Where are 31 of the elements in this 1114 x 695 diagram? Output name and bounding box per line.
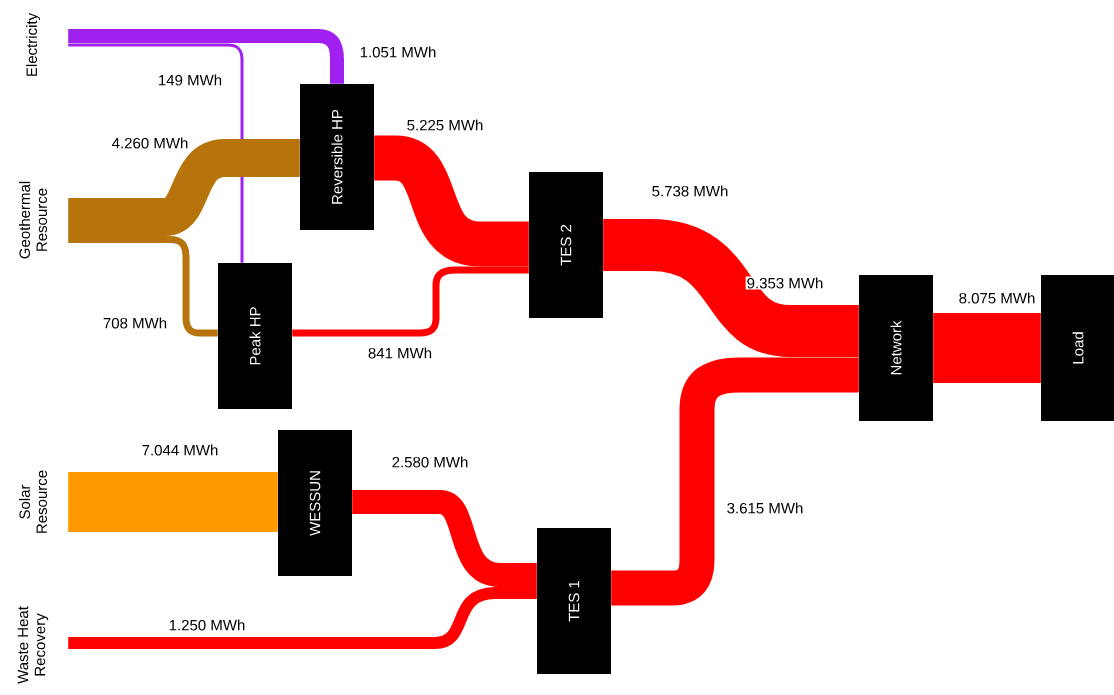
source-label: Geothermal Resource — [19, 181, 47, 259]
process-box: TES 2 — [529, 172, 603, 318]
process-box: Reversible HP — [300, 84, 374, 230]
edge-label: 708 MWh — [101, 316, 169, 330]
edge-label: 5.738 MWh — [650, 184, 730, 198]
source-label: Electricity — [26, 12, 40, 76]
edge-label: 7.044 MWh — [140, 443, 220, 457]
edge-label: 149 MWh — [156, 73, 224, 87]
flow-band — [68, 472, 278, 532]
flow-band — [603, 219, 859, 357]
flow-label: 9.353 MWh — [745, 276, 825, 290]
process-box: Load — [1041, 275, 1114, 421]
source-label: Waste Heat Recovery — [17, 606, 49, 684]
edge-label: 5.225 MWh — [405, 118, 485, 132]
edge-label: 841 MWh — [366, 346, 434, 360]
process-box: Peak HP — [218, 263, 292, 409]
edge-label: 8.075 MWh — [957, 291, 1037, 305]
edge-label: 1.250 MWh — [167, 618, 247, 632]
flow-band — [933, 313, 1041, 383]
edge-label: 4.260 MWh — [110, 136, 190, 150]
source-label: Solar Resource — [19, 470, 47, 533]
edge-label: 2.580 MWh — [390, 455, 470, 469]
process-box: Network — [859, 275, 933, 421]
process-box: TES 1 — [537, 528, 611, 674]
flow-band — [68, 587, 537, 649]
process-box: WESSUN — [278, 430, 352, 576]
flow-band — [68, 139, 300, 236]
edge-label: 1.051 MWh — [358, 45, 438, 59]
edge-label: 3.615 MWh — [725, 501, 805, 515]
flow-band — [68, 43, 244, 263]
flow-band — [352, 490, 537, 587]
